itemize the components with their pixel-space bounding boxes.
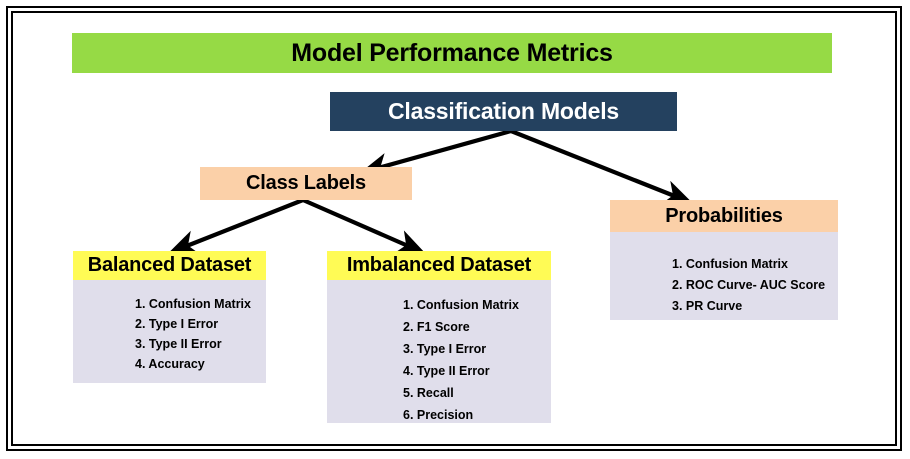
inner-border <box>11 11 897 446</box>
metric-list-probabilities: 1. Confusion Matrix 2. ROC Curve- AUC Sc… <box>610 254 838 317</box>
node-title-imbalanced-dataset: Imbalanced Dataset <box>327 251 551 280</box>
list-item: 1. Confusion Matrix <box>135 297 251 311</box>
node-class-labels[interactable]: Class Labels <box>200 167 412 200</box>
node-title-root: Model Performance Metrics <box>291 38 613 67</box>
list-item: 1. Confusion Matrix <box>403 298 519 312</box>
list-item: 3. Type I Error <box>403 342 487 356</box>
list-item: 2. F1 Score <box>403 320 470 334</box>
list-item: 2. ROC Curve- AUC Score <box>672 278 826 292</box>
list-item: 2. Type I Error <box>135 317 219 331</box>
list-item: 5. Recall <box>403 386 454 400</box>
list-item: 4. Type II Error <box>403 364 490 378</box>
metric-list-balanced: 1. Confusion Matrix 2. Type I Error 3. T… <box>73 294 266 374</box>
list-item: 1. Confusion Matrix <box>672 257 788 271</box>
list-item: 3. Type II Error <box>135 337 222 351</box>
list-item: 4. Accuracy <box>135 357 205 371</box>
list-item: 3. PR Curve <box>672 299 743 313</box>
metric-list-imbalanced: 1. Confusion Matrix 2. F1 Score 3. Type … <box>327 294 551 426</box>
node-classification-models[interactable]: Classification Models <box>330 92 677 131</box>
node-title-classification-models: Classification Models <box>388 98 619 124</box>
outer-border <box>6 6 902 451</box>
node-title-probabilities: Probabilities <box>610 200 838 232</box>
node-balanced-dataset[interactable]: Balanced Dataset 1. Confusion Matrix 2. … <box>73 251 266 383</box>
node-title-class-labels: Class Labels <box>246 172 366 194</box>
node-imbalanced-dataset[interactable]: Imbalanced Dataset 1. Confusion Matrix 2… <box>327 251 551 423</box>
node-title-balanced-dataset: Balanced Dataset <box>73 251 266 280</box>
node-probabilities[interactable]: Probabilities 1. Confusion Matrix 2. ROC… <box>610 200 838 320</box>
node-model-performance-metrics[interactable]: Model Performance Metrics <box>72 33 832 73</box>
list-item: 6. Precision <box>403 408 474 422</box>
